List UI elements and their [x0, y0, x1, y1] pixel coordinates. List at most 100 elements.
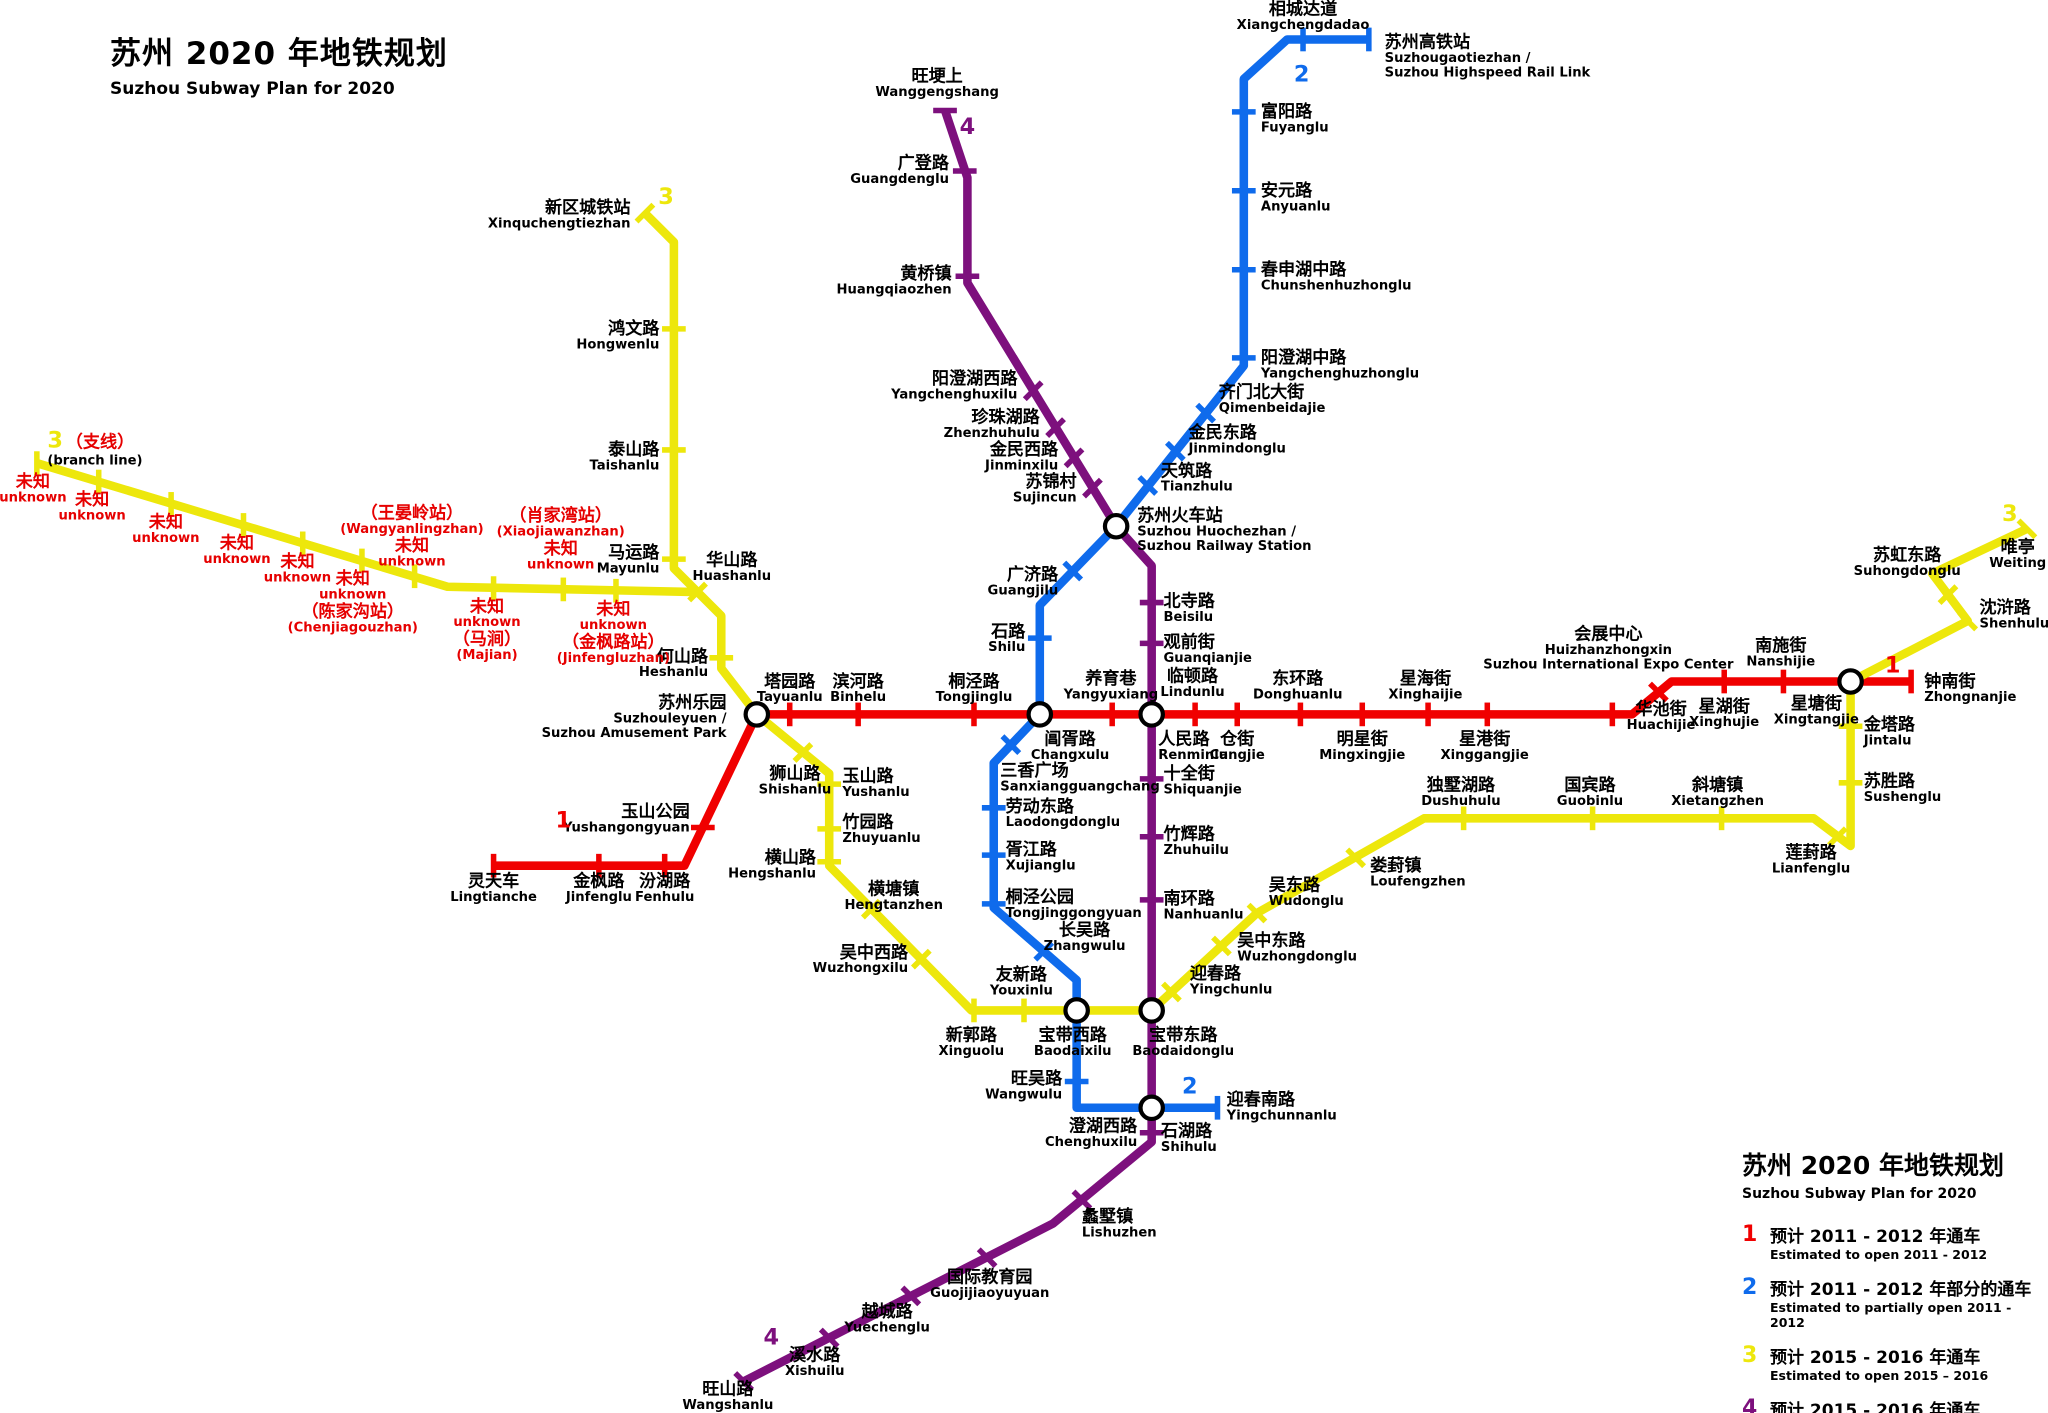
- svg-text:华池街: 华池街: [1635, 698, 1686, 719]
- map-title-zh: 苏州 2020 年地铁规划: [110, 36, 448, 72]
- svg-text:Wangshanlu: Wangshanlu: [682, 1398, 773, 1413]
- legend-entry-3-en: Estimated to open 2015 – 2016: [1770, 1368, 1989, 1383]
- svg-text:沈浒路: 沈浒路: [1980, 597, 2032, 618]
- svg-text:Guangdenglu: Guangdenglu: [850, 172, 949, 187]
- svg-text:Wudonglu: Wudonglu: [1269, 894, 1344, 909]
- svg-text:苏州高铁站: 苏州高铁站: [1385, 31, 1470, 52]
- svg-text:莲葑路: 莲葑路: [1785, 842, 1837, 863]
- svg-text:Hengtanzhen: Hengtanzhen: [844, 898, 942, 913]
- svg-text:Nanshijie: Nanshijie: [1746, 655, 1815, 670]
- svg-text:旺吴路: 旺吴路: [1011, 1068, 1063, 1089]
- station-xishuilu: [818, 1327, 840, 1349]
- svg-text:劳动东路: 劳动东路: [1006, 796, 1075, 817]
- svg-text:Huangqiaozhen: Huangqiaozhen: [837, 282, 952, 297]
- svg-text:人民路: 人民路: [1158, 729, 1210, 750]
- line-number-badge-4: 2: [1182, 1073, 1198, 1099]
- svg-text:苏州乐园: 苏州乐园: [658, 692, 726, 713]
- svg-text:(Jinfengluzhan): (Jinfengluzhan): [557, 651, 670, 666]
- svg-text:广济路: 广济路: [1007, 564, 1059, 585]
- svg-text:Guanqianjie: Guanqianjie: [1164, 651, 1253, 666]
- svg-text:三香广场: 三香广场: [1000, 760, 1068, 781]
- svg-text:Wuzhongxilu: Wuzhongxilu: [813, 961, 909, 976]
- svg-text:未知: 未知: [596, 598, 630, 619]
- station-zhangwulu: [1033, 940, 1055, 962]
- svg-text:Yuechenglu: Yuechenglu: [843, 1320, 930, 1335]
- svg-text:Laodongdonglu: Laodongdonglu: [1006, 815, 1121, 830]
- svg-text:Xinghujie: Xinghujie: [1689, 715, 1759, 730]
- svg-text:Lishuzhen: Lishuzhen: [1082, 1226, 1157, 1241]
- station-guojijiaoyuyuan: [976, 1247, 998, 1269]
- legend-entry-1-zh: 预计 2011 - 2012 年通车: [1770, 1227, 1981, 1247]
- station-zhenzhuhulu: [1045, 417, 1066, 438]
- svg-text:塔园路: 塔园路: [764, 671, 816, 692]
- svg-text:Xinggangjie: Xinggangjie: [1440, 748, 1528, 763]
- svg-text:石路: 石路: [990, 621, 1026, 642]
- station-xinquchengtiezhan: [634, 202, 656, 224]
- svg-text:旺埂上: 旺埂上: [911, 67, 962, 87]
- svg-text:Yushangongyuan: Yushangongyuan: [562, 820, 690, 835]
- legend-num-line-4: 4: [1742, 1396, 1758, 1413]
- svg-text:珍珠湖路: 珍珠湖路: [971, 406, 1040, 427]
- svg-text:Renminlu: Renminlu: [1158, 748, 1228, 763]
- svg-text:未知: 未知: [395, 535, 429, 556]
- svg-text:Tongjinglu: Tongjinglu: [936, 690, 1013, 705]
- svg-text:unknown: unknown: [378, 555, 445, 570]
- svg-text:Huizhanzhongxin: Huizhanzhongxin: [1545, 643, 1672, 658]
- line-number-badge-1: 1: [556, 808, 572, 834]
- svg-text:十全街: 十全街: [1164, 763, 1215, 784]
- svg-text:Jintalu: Jintalu: [1863, 734, 1912, 749]
- svg-text:安元路: 安元路: [1261, 180, 1313, 201]
- svg-text:Zhenzhuhulu: Zhenzhuhulu: [944, 426, 1040, 441]
- svg-text:unknown: unknown: [264, 571, 331, 586]
- branch-line-label-zh: （支线）: [66, 431, 134, 452]
- svg-text:(Wangyanlingzhan): (Wangyanlingzhan): [340, 522, 483, 537]
- station-yangchenghuxilu: [1022, 380, 1044, 402]
- station-wudonglu: [1246, 902, 1268, 924]
- svg-text:未知: 未知: [470, 596, 504, 617]
- svg-text:胥江路: 胥江路: [1006, 839, 1058, 860]
- svg-text:新郭路: 新郭路: [946, 1025, 998, 1046]
- svg-text:(Chenjiagouzhan): (Chenjiagouzhan): [288, 621, 418, 636]
- svg-text:Chenghuxilu: Chenghuxilu: [1045, 1135, 1137, 1150]
- svg-text:Yingchunlu: Yingchunlu: [1189, 982, 1273, 997]
- svg-text:Zhongnanjie: Zhongnanjie: [1924, 690, 2016, 705]
- svg-text:Suzhou International Expo Cent: Suzhou International Expo Center: [1483, 657, 1734, 672]
- legend-row-line-2: 2 预计 2011 - 2012 年部分的通车 Estimated to par…: [1742, 1275, 2042, 1331]
- svg-text:Shiquanjie: Shiquanjie: [1164, 782, 1242, 797]
- svg-text:唯亭: 唯亭: [2001, 537, 2035, 558]
- svg-text:苏锦村: 苏锦村: [1025, 471, 1076, 492]
- station-sujincun: [1082, 477, 1103, 499]
- svg-text:仓街: 仓街: [1219, 729, 1254, 750]
- svg-text:Wuzhongdonglu: Wuzhongdonglu: [1237, 949, 1357, 964]
- svg-text:Jinfenglu: Jinfenglu: [565, 890, 632, 905]
- svg-text:星海街: 星海街: [1400, 668, 1451, 689]
- svg-text:Zhuyuanlu: Zhuyuanlu: [842, 831, 920, 846]
- interchange-station-renminlu: [1138, 701, 1165, 728]
- svg-text:Guangjilu: Guangjilu: [988, 584, 1059, 599]
- svg-text:黄桥镇: 黄桥镇: [900, 263, 951, 284]
- svg-text:unknown: unknown: [319, 588, 386, 603]
